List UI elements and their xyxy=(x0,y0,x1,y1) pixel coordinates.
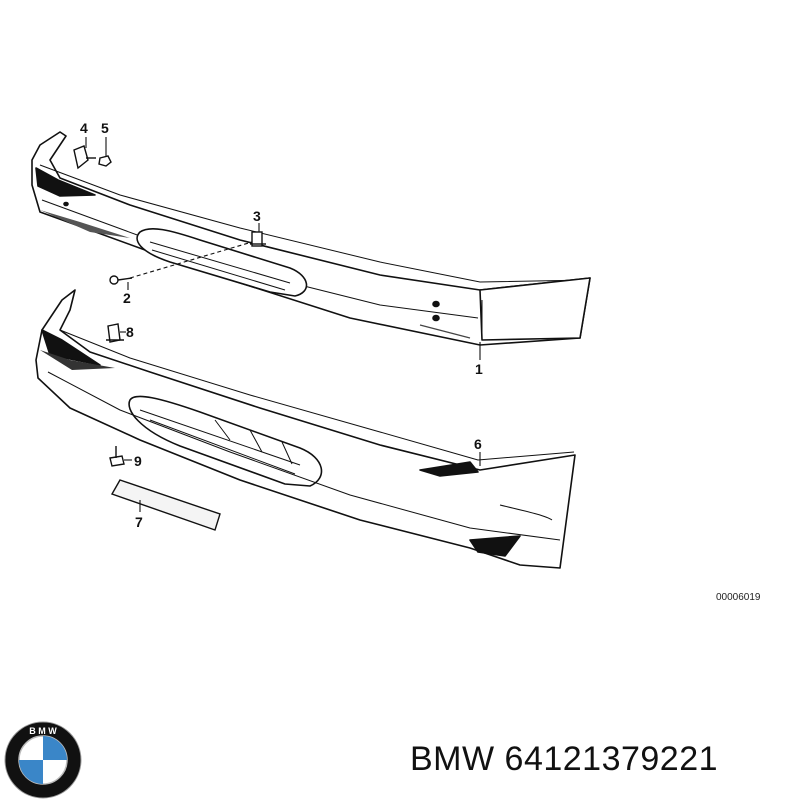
bumper-cover xyxy=(35,289,576,569)
part-number-caption: BMW 64121379221 xyxy=(410,740,719,778)
drawing-number: 00006019 xyxy=(716,592,761,603)
bolt-part xyxy=(109,275,133,285)
hex-nut xyxy=(98,155,112,167)
callout-5: 5 xyxy=(101,120,109,136)
callout-9: 9 xyxy=(134,453,142,469)
callout-1: 1 xyxy=(475,361,483,377)
clip-part xyxy=(250,231,266,247)
bmw-logo: B M W xyxy=(4,721,82,799)
callout-8: 8 xyxy=(126,324,134,340)
callout-3: 3 xyxy=(253,208,261,224)
screw-part xyxy=(109,446,125,467)
trim-strip xyxy=(110,479,221,531)
mounting-bracket xyxy=(73,145,96,170)
callout-4: 4 xyxy=(80,120,88,136)
leader-lines xyxy=(85,137,481,512)
bumper-carrier xyxy=(31,131,591,346)
support-bracket xyxy=(106,323,124,343)
logo-lettering: B M W xyxy=(29,726,57,736)
callout-7: 7 xyxy=(135,514,143,530)
callout-2: 2 xyxy=(123,290,131,306)
callout-6: 6 xyxy=(474,436,482,452)
